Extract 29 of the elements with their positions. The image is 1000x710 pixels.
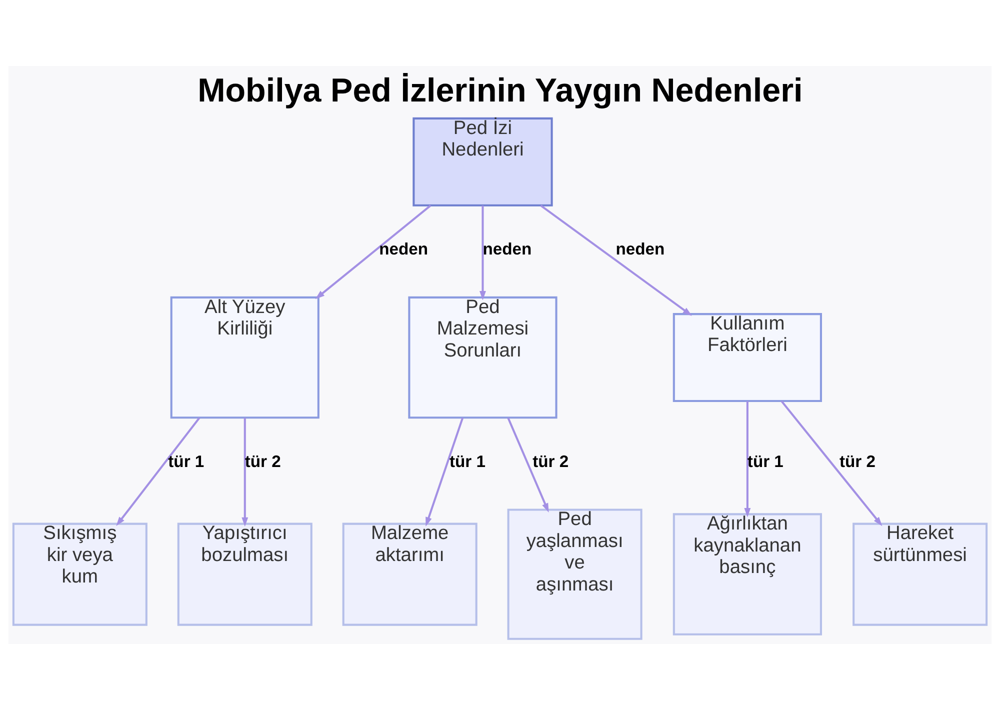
arrow [242, 418, 248, 527]
arrow [744, 401, 751, 518]
diagram-title: Mobilya Ped İzlerinin Yaygın Nedenleri [198, 72, 803, 110]
node-box: Malzeme aktarımı [342, 522, 478, 626]
edge-label: tür 2 [840, 452, 876, 471]
edge-label: tür 1 [449, 452, 486, 471]
node-box: Kullanım Faktörleri [672, 313, 822, 402]
node-box: Ağırlıktan kaynaklanan basınç [672, 513, 822, 636]
node-box: Ped yaşlanması ve aşınması [507, 508, 642, 640]
node-box: Alt Yüzey Kirliliği [170, 296, 320, 419]
edge-label: neden [616, 239, 665, 258]
arrow [426, 418, 464, 526]
arrow [480, 206, 486, 300]
arrow [540, 204, 692, 316]
arrow [507, 418, 549, 512]
node-box: Yapıştırıcı bozulması [177, 522, 312, 626]
edge-label: tür 1 [168, 452, 204, 471]
node-box: Ped Malzemesi Sorunları [408, 296, 558, 419]
node-box: Hareket sürtünmesi [852, 522, 988, 626]
edge-label: tür 2 [532, 452, 569, 471]
edge-label: tür 1 [747, 452, 784, 471]
edge-label: neden [379, 239, 428, 258]
node-box: Sıkışmış kir veya kum [12, 522, 148, 626]
arrow [780, 400, 882, 526]
node-box: Ped İzi Nedenleri [412, 117, 553, 206]
arrow [315, 204, 432, 300]
arrow [116, 417, 200, 526]
edge-label: tür 2 [244, 452, 281, 471]
edge-label: neden [482, 239, 532, 258]
